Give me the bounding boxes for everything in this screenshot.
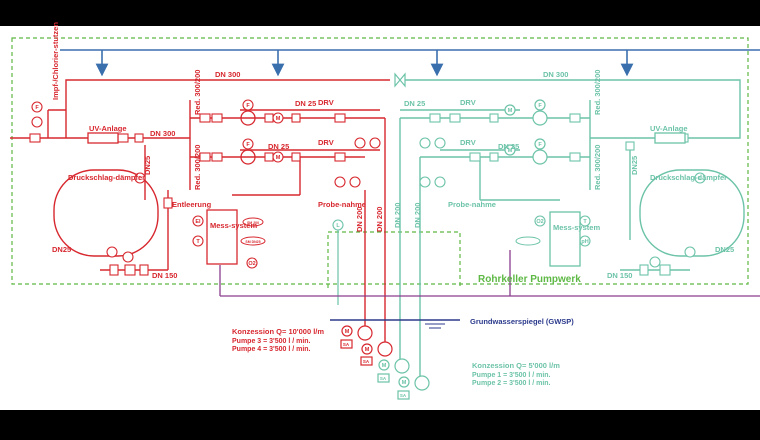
top-letterbox: [0, 0, 760, 26]
label-reduction: Red. 300/200: [593, 70, 602, 115]
label-entleerung: Entleerung: [172, 200, 212, 209]
green-instruments: [332, 137, 706, 268]
symbol-flow: F: [246, 142, 250, 148]
symbol-o2: O2: [536, 219, 543, 225]
label-dn150: DN 150: [152, 271, 177, 280]
label-dn25: DN 25: [295, 99, 316, 108]
label-dn150: DN 150: [607, 271, 632, 280]
symbol-motor: M: [365, 347, 370, 353]
uv-unit-right: [654, 132, 686, 144]
label-drv: DRV: [318, 138, 334, 147]
symbol-o2: O2: [248, 261, 255, 267]
mess-system-box-left: [206, 209, 238, 265]
label-rohrkeller: Rohrkeller Pumpwerk: [478, 274, 581, 285]
label-dn25: DN25: [715, 245, 734, 254]
symbol-flow: F: [538, 103, 542, 109]
symbol-flow: F: [35, 105, 39, 111]
label-probenahme: Probe-nahme: [318, 200, 366, 209]
red-well-pumps: [340, 325, 393, 366]
uv-unit-left: [87, 132, 119, 144]
symbol-sm200: SM 200: [247, 221, 259, 225]
symbol-motor: M: [382, 363, 387, 369]
label-dn25-vertical: DN25: [143, 156, 152, 175]
label-reduction: Red. 300/200: [193, 70, 202, 115]
label-pump3: Pumpe 3 = 3'500 l / min.: [232, 338, 311, 345]
red-instruments: [31, 101, 381, 269]
label-dn300: DN 300: [215, 70, 240, 79]
symbol-sa: SA: [343, 342, 350, 347]
symbol-el: El: [195, 219, 201, 225]
symbol-motor: M: [276, 116, 281, 122]
label-dn200: DN 200: [393, 203, 402, 228]
label-dn200: DN 200: [355, 207, 364, 232]
label-konzession-red: Konzession Q= 10'000 l/m: [232, 327, 324, 336]
label-dn300: DN 300: [543, 70, 568, 79]
pump-icon: [240, 110, 256, 126]
label-drv: DRV: [460, 98, 476, 107]
symbol-sa: SA: [363, 359, 370, 364]
label-druckschlag: Druckschlag-dämpfer: [650, 173, 727, 182]
flow-meter-icon: [242, 138, 254, 150]
label-mess-system: Mess-system: [210, 221, 257, 230]
symbol-motor: M: [402, 380, 407, 386]
label-druckschlag: Druckschlag-dämpfer: [68, 173, 145, 182]
well-boundary: [327, 231, 461, 288]
butterfly-valve-icon: [394, 72, 406, 88]
green-pumps: [504, 99, 548, 165]
label-konzession-green: Konzession Q= 5'000 l/m: [472, 361, 560, 370]
label-reduction: Red. 300/200: [593, 145, 602, 190]
label-uv-anlage: UV-Anlage: [650, 124, 688, 133]
label-gwsp: Grundwasserspiegel (GWSP): [470, 317, 574, 326]
label-dn200: DN 200: [375, 207, 384, 232]
pressure-damper-vessel-left: [53, 169, 159, 257]
label-mess-system: Mess-system: [553, 223, 600, 232]
label-pump1: Pumpe 1 = 3'500 l / min.: [472, 372, 551, 379]
label-drv: DRV: [318, 98, 334, 107]
label-pump2: Pumpe 2 = 3'500 l / min.: [472, 380, 551, 387]
symbol-motor: M: [508, 108, 513, 114]
bottom-letterbox: [0, 410, 760, 440]
symbol-ph: pH: [581, 239, 588, 245]
flow-meter-icon: [242, 99, 254, 111]
symbol-level: L: [138, 176, 142, 182]
building-boundary: [11, 37, 749, 285]
label-dn25: DN 25: [268, 142, 289, 151]
symbol-level: L: [336, 223, 340, 229]
label-drv: DRV: [460, 138, 476, 147]
symbol-sa: SA: [400, 393, 407, 398]
pump-icon: [240, 149, 256, 165]
symbol-flow: F: [246, 103, 250, 109]
symbol-level: L: [698, 176, 702, 182]
pressure-damper-vessel-right: [639, 169, 745, 257]
symbol-flow: F: [538, 142, 542, 148]
label-reduction: Red. 300/200: [193, 145, 202, 190]
label-chlorier: Impf-/Chlorier-stutzen: [51, 22, 60, 100]
symbol-temp: T: [196, 239, 200, 245]
label-dn25-vertical: DN25: [630, 156, 639, 175]
label-dn200: DN 200: [413, 203, 422, 228]
label-dn300: DN 300: [150, 129, 175, 138]
symbol-motor: M: [345, 329, 350, 335]
label-pump4: Pumpe 4 = 3'500 l / min.: [232, 346, 311, 353]
label-dn25: DN 25: [498, 142, 519, 151]
label-dn25: DN 25: [404, 99, 425, 108]
symbol-temp: T: [583, 219, 587, 225]
label-dn25: DN25: [52, 245, 71, 254]
mess-system-box-right: [549, 211, 581, 267]
label-probenahme: Probe-nahme: [448, 200, 496, 209]
green-well-pumps: [377, 358, 430, 400]
red-valves: [29, 113, 346, 276]
symbol-sm-dn: SM DN25: [245, 240, 260, 244]
label-uv-anlage: UV-Anlage: [89, 124, 127, 133]
symbol-sa: SA: [380, 376, 387, 381]
symbol-motor: M: [508, 148, 513, 154]
symbol-motor: M: [276, 155, 281, 161]
